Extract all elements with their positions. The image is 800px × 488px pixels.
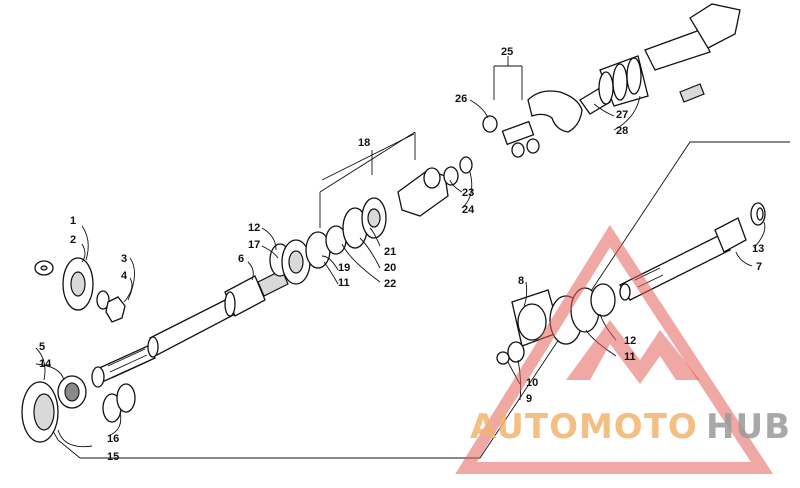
leader-lines bbox=[35, 56, 766, 437]
callout-2: 2 bbox=[70, 234, 76, 246]
callout-labels: 1 2 3 4 5 6 7 8 9 10 11 11 12 12 13 14 1… bbox=[39, 46, 764, 463]
pinion-gear-assembly bbox=[21, 375, 136, 448]
callout-8: 8 bbox=[518, 275, 524, 287]
callout-6: 6 bbox=[238, 253, 244, 265]
automotohub-watermark: AUTOMOTO HUB bbox=[455, 224, 791, 474]
callout-25: 25 bbox=[501, 46, 513, 58]
callout-3: 3 bbox=[121, 253, 127, 265]
flange-yoke-boot bbox=[527, 3, 741, 133]
callout-14: 14 bbox=[39, 358, 52, 370]
callout-11b: 11 bbox=[624, 351, 636, 363]
callout-16: 16 bbox=[107, 433, 119, 445]
callout-12b: 12 bbox=[624, 335, 636, 347]
callout-26: 26 bbox=[455, 93, 467, 105]
callout-5: 5 bbox=[39, 341, 45, 353]
callout-12a: 12 bbox=[248, 222, 260, 234]
callout-27: 27 bbox=[616, 109, 628, 121]
bevel-gear-set bbox=[34, 257, 126, 323]
bearing-seal-stack bbox=[269, 197, 387, 285]
callout-10: 10 bbox=[526, 377, 538, 389]
watermark-inner-mark bbox=[566, 320, 700, 384]
callout-20: 20 bbox=[384, 262, 396, 274]
callout-22: 22 bbox=[384, 278, 396, 290]
callout-13: 13 bbox=[752, 243, 764, 255]
drive-shaft bbox=[91, 269, 289, 388]
callout-4: 4 bbox=[121, 270, 128, 282]
callout-15: 15 bbox=[107, 451, 119, 463]
callout-7: 7 bbox=[756, 261, 762, 273]
callout-9: 9 bbox=[526, 393, 532, 405]
callout-1: 1 bbox=[70, 215, 76, 227]
callout-21: 21 bbox=[384, 246, 396, 258]
callout-28: 28 bbox=[616, 125, 628, 137]
callout-24: 24 bbox=[462, 204, 475, 216]
watermark-text-automoto: AUTOMOTO bbox=[470, 407, 698, 447]
callout-17: 17 bbox=[248, 239, 260, 251]
callout-18: 18 bbox=[358, 137, 370, 149]
watermark-triangle bbox=[455, 224, 774, 474]
watermark-text-hub: HUB bbox=[706, 407, 791, 447]
callout-23: 23 bbox=[462, 187, 474, 199]
callout-11a: 11 bbox=[338, 277, 350, 289]
u-joint-yoke bbox=[397, 115, 540, 217]
callout-19: 19 bbox=[338, 262, 350, 274]
